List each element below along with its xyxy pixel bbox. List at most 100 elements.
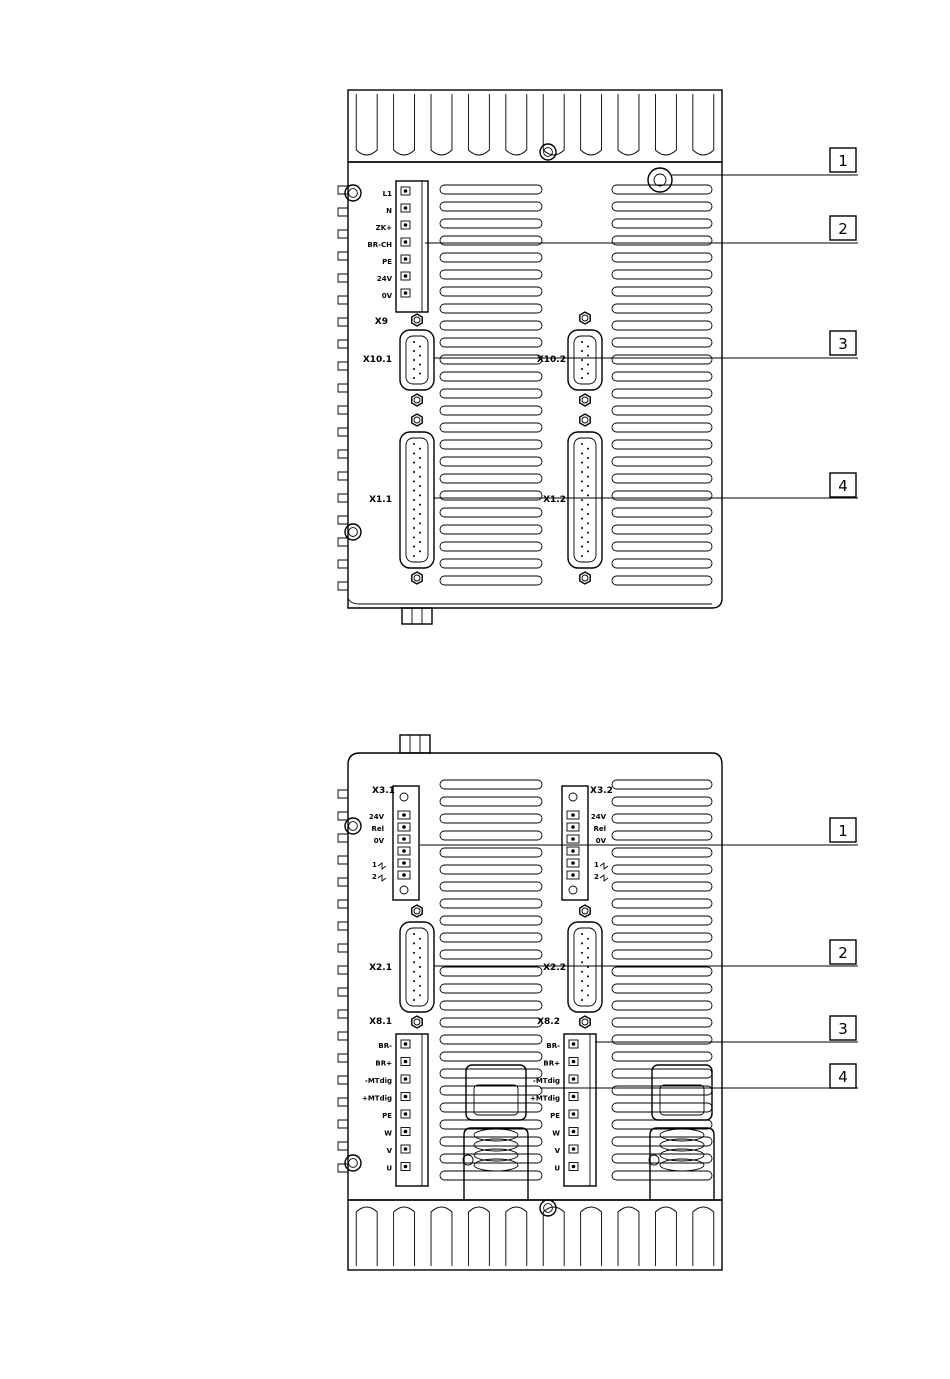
top-side-tab	[338, 494, 348, 502]
nut	[580, 394, 590, 406]
x8-2-pin-label-6: V	[555, 1147, 561, 1155]
bottom-side-tab	[338, 1054, 348, 1062]
x1-2-pin	[581, 452, 583, 454]
x1-1-pin	[419, 532, 421, 534]
x8-1-screw	[404, 1077, 408, 1081]
bottom-fin-right	[612, 933, 712, 942]
x8-1-pin-label-7: U	[386, 1165, 392, 1173]
nut-hole	[414, 575, 420, 581]
x8-1-pin-label-4: PE	[382, 1112, 392, 1120]
x1-1-pin	[419, 476, 421, 478]
bottom-fin-right	[612, 865, 712, 874]
bottom-fin-left	[440, 967, 542, 976]
bottom-fin-right	[612, 831, 712, 840]
bottom-fin-right	[612, 1103, 712, 1112]
nut	[580, 312, 590, 324]
x3-1-therm-symbol	[378, 875, 386, 881]
x1-2-pin	[581, 508, 583, 510]
top-fin-left	[440, 559, 542, 568]
x10-2-pin	[581, 359, 583, 361]
bottom-side-tab	[338, 1120, 348, 1128]
bottom-side-tab	[338, 922, 348, 930]
x8-1-pin-label-0: BR-	[378, 1042, 392, 1050]
bottom-knob	[400, 735, 430, 753]
x9-screw	[404, 257, 408, 261]
top-heatsink-rib	[655, 94, 676, 155]
x10-2-pin	[587, 355, 589, 357]
x3-2-screw	[571, 825, 575, 829]
bottom-side-tab	[338, 856, 348, 864]
x1-1-pin	[413, 490, 415, 492]
x10-1-pin	[413, 377, 415, 379]
x8-1-screw	[404, 1165, 408, 1169]
bottom-fin-left	[440, 780, 542, 789]
bottom-fin-left	[440, 1052, 542, 1061]
x1-2-pin	[581, 480, 583, 482]
top-fin-left	[440, 525, 542, 534]
bottom-side-tab	[338, 1142, 348, 1150]
x8-1-screw	[404, 1112, 408, 1116]
clamp-left-inner	[474, 1085, 518, 1115]
nut	[412, 314, 422, 326]
top-fin-left	[440, 270, 542, 279]
bottom-side-tab	[338, 812, 348, 820]
top-fin-left	[440, 321, 542, 330]
x1-2-pin	[587, 504, 589, 506]
top-fin-right	[612, 542, 712, 551]
bottom-fin-right	[612, 1052, 712, 1061]
top-fin-left	[440, 406, 542, 415]
x2-2-pin	[587, 975, 589, 977]
x1-1-pin	[413, 480, 415, 482]
top-fin-right	[612, 457, 712, 466]
bottom-screw-inner	[349, 1159, 358, 1168]
bottom-heatsink-rib	[693, 1207, 714, 1266]
x3-2-therm-symbol	[600, 863, 608, 869]
top-fin-left	[440, 457, 542, 466]
nut	[580, 1016, 590, 1028]
top-heatsink-rib	[431, 94, 452, 155]
x3-1-pin-label-2: 0V	[374, 837, 385, 845]
top-fin-right	[612, 236, 712, 245]
bottom-fin-right	[612, 882, 712, 891]
x2-1-pin	[419, 985, 421, 987]
x10-2-label: X10.2	[537, 355, 566, 365]
x9-pin-label-1: N	[386, 207, 392, 215]
bottom-side-tab	[338, 790, 348, 798]
x1-1-face	[406, 438, 428, 562]
x1-1-pin	[413, 518, 415, 520]
x1-2-pin	[581, 462, 583, 464]
bottom-heatsink-rib	[618, 1207, 639, 1266]
x8-2-pin-label-3: +MTdig	[530, 1095, 560, 1103]
top-side-tab	[338, 472, 348, 480]
top-fin-left	[440, 474, 542, 483]
top-heatsink-rib	[394, 94, 415, 155]
x1-1-pin	[419, 550, 421, 552]
x8-2-screw	[572, 1042, 576, 1046]
nut-hole	[414, 908, 420, 914]
x8-2-pin-label-0: BR-	[546, 1042, 560, 1050]
x9-screw	[404, 274, 408, 278]
top-callout-3-number: 3	[838, 335, 848, 353]
bottom-side-tab	[338, 966, 348, 974]
x3-1-pin-label-0: 24V	[369, 813, 385, 821]
nut-hole	[414, 417, 420, 423]
ground-stud-inner	[654, 174, 666, 186]
top-callout-2-number: 2	[838, 220, 848, 238]
nut-hole	[582, 397, 588, 403]
x10-1-label: X10.1	[363, 355, 392, 365]
bottom-heatsink-rib	[431, 1207, 452, 1266]
x1-2-pin	[581, 527, 583, 529]
clamp-right-inner	[660, 1085, 704, 1115]
top-fin-left	[440, 287, 542, 296]
bottom-side-tab	[338, 878, 348, 886]
x9-screw	[404, 240, 408, 244]
top-fin-right	[612, 202, 712, 211]
nut	[412, 394, 422, 406]
x1-2-pin	[587, 476, 589, 478]
bottom-fin-left	[440, 1001, 542, 1010]
x10-1-pin	[419, 355, 421, 357]
bottom-callout-3-number: 3	[838, 1020, 848, 1038]
bottom-heatsink-rib	[468, 1207, 489, 1266]
x1-1-pin	[413, 499, 415, 501]
x9-pin-label-2: ZK+	[376, 224, 393, 232]
